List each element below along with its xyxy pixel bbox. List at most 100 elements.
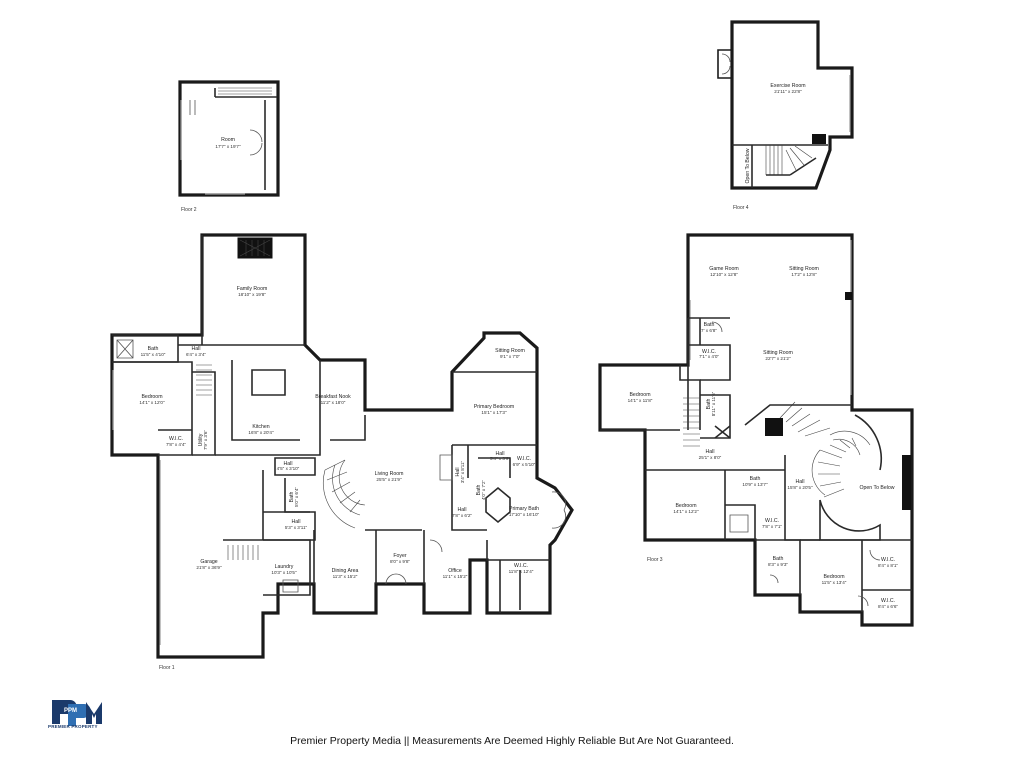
f1-garage-dims: 21'8" x 36'9" bbox=[196, 565, 222, 570]
f1-wic2-name: W.I.C. bbox=[517, 456, 531, 462]
f1-bath-dims: 11'5" x 4'10" bbox=[141, 352, 166, 357]
f3-bedroom3-dims: 11'5" x 13'4" bbox=[822, 580, 847, 585]
f1-hall1-name: Hall bbox=[192, 346, 201, 352]
f1-laundry-name: Laundry bbox=[275, 564, 294, 570]
f1-utility-name: Utility bbox=[198, 433, 204, 446]
f1-family-name: Family Room bbox=[237, 286, 268, 292]
f1-hall6-name: Hall bbox=[458, 507, 467, 513]
f3-sitting1-name: Sitting Room bbox=[789, 266, 819, 272]
f1-primary-bed-dims: 15'1" x 17'3" bbox=[481, 410, 507, 415]
f1-nook-name: Breakfast Nook bbox=[315, 394, 351, 400]
f1-wic3-dims: 11'8" x 12'4" bbox=[509, 569, 534, 574]
floor-2-plan: Room 17'7" x 19'7" Floor 2 bbox=[178, 80, 280, 213]
f1-dining-name: Dining Area bbox=[332, 568, 359, 574]
f3-sitting2-dims: 22'7" x 21'2" bbox=[765, 356, 791, 361]
f3-wic1-name: W.I.C. bbox=[702, 349, 716, 355]
f1-wic3-name: W.I.C. bbox=[514, 563, 528, 569]
f2-room-name: Room bbox=[221, 137, 235, 143]
floor-1-label: Floor 1 bbox=[159, 665, 175, 671]
f1-kitchen-dims: 16'8" x 20'4" bbox=[248, 430, 274, 435]
f1-hall5-dims: 5'4" x 3'9" bbox=[490, 456, 510, 461]
f3-wic1-dims: 7'1" x 4'0" bbox=[699, 354, 719, 359]
f1-hall2-dims: 4'5" x 3'10" bbox=[277, 466, 300, 471]
f1-living-dims: 25'5" x 21'9" bbox=[376, 477, 402, 482]
f1-hall3-dims: 5'3" x 3'11" bbox=[285, 525, 308, 530]
f3-bedroom2-dims: 14'1" x 12'2" bbox=[673, 509, 699, 514]
f1-bath3-dims: 4'0" x 7'2" bbox=[481, 480, 486, 500]
logo-mark: PPM bbox=[64, 708, 77, 714]
f3-game-dims: 12'10" x 12'8" bbox=[710, 272, 738, 277]
f3-hall2-dims: 15'8" x 20'5" bbox=[787, 485, 813, 490]
f1-family-dims: 18'10" x 19'8" bbox=[238, 292, 266, 297]
f1-foyer-name: Foyer bbox=[393, 553, 407, 559]
f3-hall1-dims: 25'1" x 8'0" bbox=[699, 455, 722, 460]
floor-3-label: Floor 3 bbox=[647, 557, 663, 563]
f3-bedroom3-name: Bedroom bbox=[823, 574, 844, 580]
floor-4-label: Floor 4 bbox=[733, 205, 749, 211]
f3-wic4-dims: 8'4" x 6'6" bbox=[878, 604, 898, 609]
f3-hall1-name: Hall bbox=[706, 449, 715, 455]
f1-garage-name: Garage bbox=[200, 559, 217, 565]
f3-game-name: Game Room bbox=[709, 266, 738, 272]
f3-bath1-dims: 7' x 6'8" bbox=[701, 328, 717, 333]
f3-bath1-name: Bath bbox=[704, 322, 715, 328]
floor-2-label: Floor 2 bbox=[181, 207, 197, 213]
f3-open-to-below: Open To Below bbox=[859, 485, 894, 491]
f1-bath2-name: Bath bbox=[289, 492, 295, 503]
f3-wic4-name: W.I.C. bbox=[881, 598, 895, 604]
f3-bedroom2-name: Bedroom bbox=[675, 503, 696, 509]
f1-nook-dims: 11'2" x 18'0" bbox=[321, 400, 346, 405]
f3-wic3-dims: 8'4" x 8'1" bbox=[878, 563, 898, 568]
f1-sitting-name: Sitting Room bbox=[495, 348, 525, 354]
f2-room-dims: 17'7" x 19'7" bbox=[215, 144, 241, 149]
f3-bath4-name: Bath bbox=[773, 556, 784, 562]
f3-bath3-dims: 10'9" x 13'7" bbox=[742, 482, 768, 487]
floor-3-plan: Game Room 12'10" x 12'8" Sitting Room 17… bbox=[598, 233, 914, 627]
floor-1-plan: Family Room 18'10" x 19'8" Bath 11'5" x … bbox=[110, 233, 574, 671]
f1-foyer-dims: 8'0" x 9'8" bbox=[390, 559, 410, 564]
footer-disclaimer: Premier Property Media || Measurements A… bbox=[290, 735, 734, 747]
f1-sitting-dims: 9'1" x 7'0" bbox=[500, 354, 520, 359]
ppm-logo: PPM bbox=[52, 700, 102, 726]
f3-sitting2-name: Sitting Room bbox=[763, 350, 793, 356]
f1-bedroom-name: Bedroom bbox=[141, 394, 162, 400]
f3-wic2-name: W.I.C. bbox=[765, 518, 779, 524]
f3-bath3-name: Bath bbox=[750, 476, 761, 482]
f1-laundry-dims: 10'3" x 10'5" bbox=[271, 570, 297, 575]
f1-hall4-dims: 3'4" x 8'11" bbox=[460, 460, 465, 483]
f1-wic2-dims: 6'9" x 5'10" bbox=[513, 462, 536, 467]
f3-bath2-name: Bath bbox=[706, 399, 712, 410]
f4-open-to-below: Open To Below bbox=[745, 148, 751, 183]
f1-living-name: Living Room bbox=[375, 471, 404, 477]
f1-hall1-dims: 6'4" x 3'4" bbox=[186, 352, 206, 357]
f1-utility-dims: 7'9" x 3'6" bbox=[203, 430, 208, 450]
f3-wic2-dims: 7'8" x 7'1" bbox=[762, 524, 782, 529]
f1-dining-dims: 11'3" x 15'2" bbox=[333, 574, 358, 579]
f1-bath2-dims: 5'0" x 6'4" bbox=[294, 487, 299, 507]
f1-office-name: Office bbox=[448, 568, 462, 574]
f1-primary-bath-name: Primary Bath bbox=[509, 506, 539, 512]
f1-bath3-name: Bath bbox=[476, 485, 482, 496]
f1-hall3-name: Hall bbox=[292, 519, 301, 525]
f1-bath-name: Bath bbox=[148, 346, 159, 352]
f1-wic-name: W.I.C. bbox=[169, 436, 183, 442]
f3-bath4-dims: 8'3" x 9'3" bbox=[768, 562, 788, 567]
f1-hall4-name: Hall bbox=[455, 468, 461, 477]
f3-wic3-name: W.I.C. bbox=[881, 557, 895, 563]
f4-exercise-dims: 21'11" x 22'8" bbox=[774, 89, 802, 94]
f1-primary-bed-name: Primary Bedroom bbox=[474, 404, 514, 410]
f1-primary-bath-dims: 17'10" x 16'10" bbox=[509, 512, 540, 517]
f1-bedroom-dims: 14'1" x 12'0" bbox=[139, 400, 165, 405]
floor-4-plan: Exercise Room 21'11" x 22'8" Open To Bel… bbox=[717, 20, 854, 211]
f1-hall5-name: Hall bbox=[496, 451, 505, 457]
f1-hall2-name: Hall bbox=[284, 461, 293, 467]
f1-kitchen-name: Kitchen bbox=[252, 424, 269, 430]
f3-hall2-name: Hall bbox=[796, 479, 805, 485]
f1-wic-dims: 7'8" x 4'4" bbox=[166, 442, 186, 447]
f4-exercise-name: Exercise Room bbox=[770, 83, 805, 89]
f3-sitting1-dims: 17'2" x 12'8" bbox=[791, 272, 817, 277]
f1-office-dims: 11'1" x 15'2" bbox=[443, 574, 468, 579]
f3-bedroom1-dims: 14'1" x 11'8" bbox=[628, 398, 653, 403]
f3-bedroom1-name: Bedroom bbox=[629, 392, 650, 398]
